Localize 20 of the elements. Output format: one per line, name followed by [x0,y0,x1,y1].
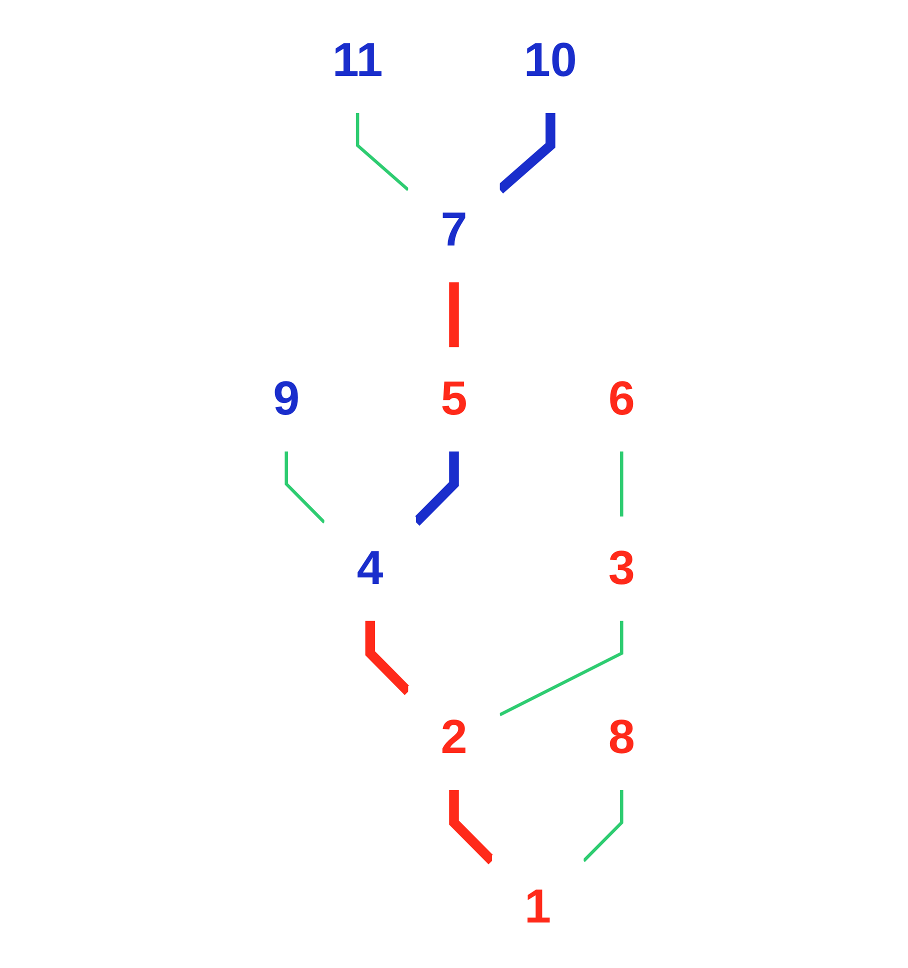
node-text: 4 [356,542,384,595]
node-text: 9 [273,372,300,426]
node-text: 6 [608,372,635,426]
connector [620,451,624,517]
connector [449,282,459,348]
node-text: 7 [440,202,468,256]
node-text: 1 [524,880,552,934]
node-text: 2 [440,710,468,764]
node-text: 3 [608,542,635,595]
node-text: 5 [440,372,468,426]
connector [412,451,459,526]
node-text: 10 [524,34,577,87]
connector [449,790,496,864]
connector [365,620,412,696]
connector [284,451,326,524]
connector [499,620,624,716]
node-text: 11 [332,34,383,87]
node-text: 8 [608,710,635,764]
connector [582,790,624,862]
connector [356,112,410,192]
